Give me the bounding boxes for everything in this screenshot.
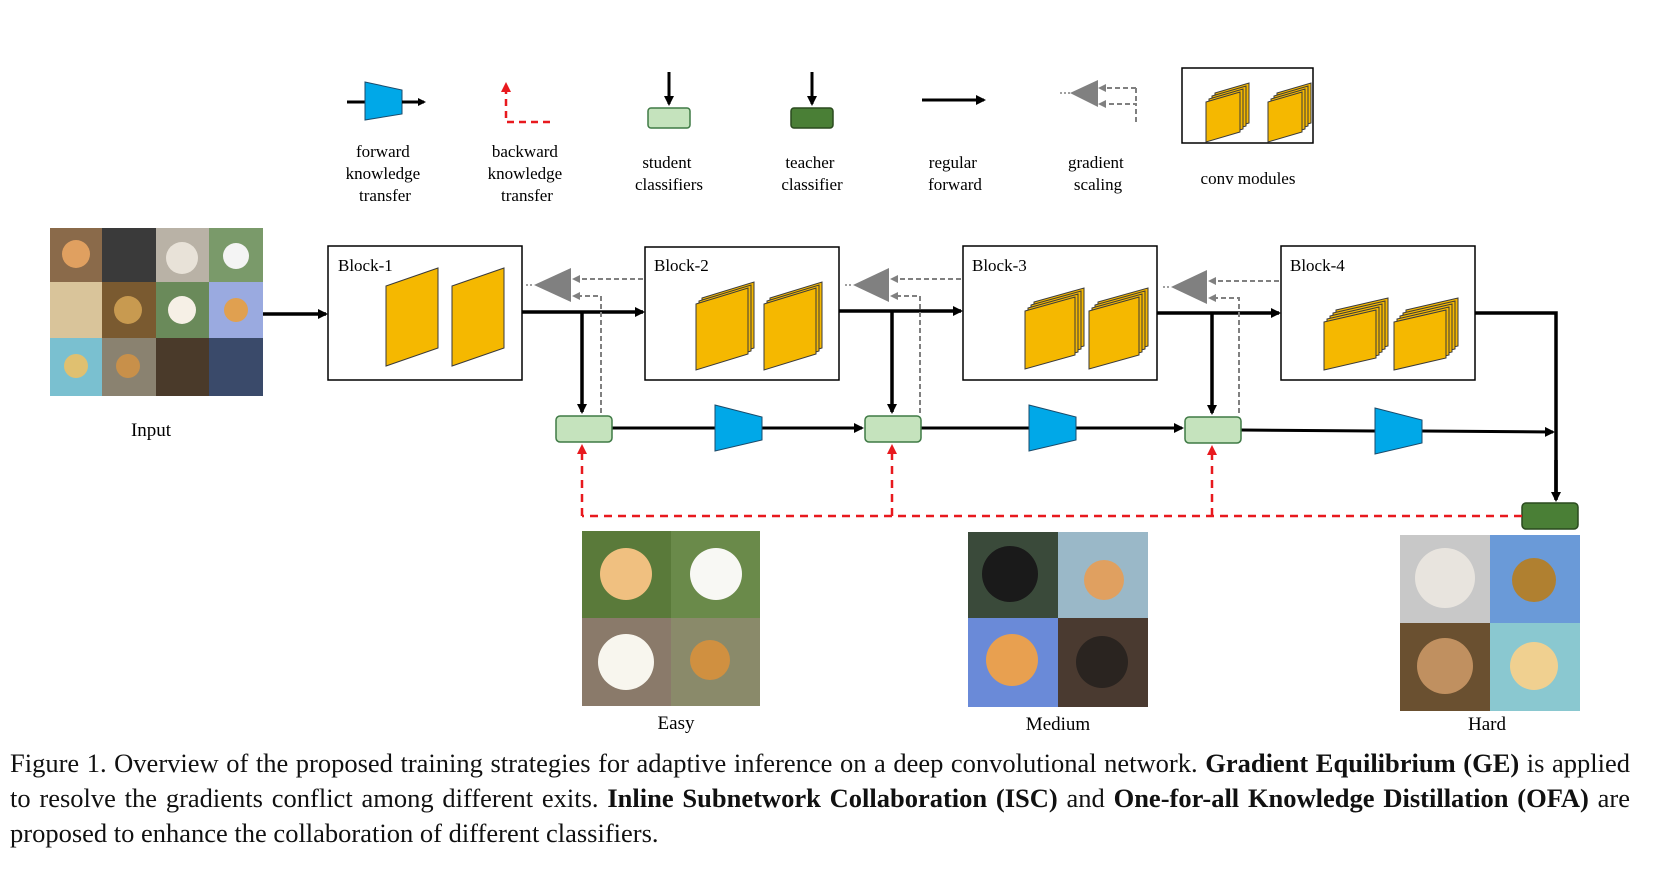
main-forward-path (263, 306, 1561, 502)
block-4: Block-4 (1280, 245, 1476, 381)
block-1: Block-1 (327, 245, 523, 381)
block-3-conv-stack-b (1088, 287, 1149, 370)
legend-teacher-icon (790, 72, 834, 129)
legend: forward knowledge transfer backward know… (346, 67, 1314, 205)
figure-caption: Figure 1. Overview of the proposed train… (10, 746, 1630, 851)
block-2-label: Block-2 (654, 256, 709, 275)
legend-conv-modules-icon (1181, 67, 1314, 144)
block-4-conv-stack-b (1393, 297, 1459, 371)
student-classifier-1 (555, 415, 613, 443)
block-1-conv-stack-b (451, 267, 505, 367)
easy-label: Easy (658, 713, 695, 734)
legend-conv-stack-b (1267, 82, 1312, 143)
legend-conv-modules-label: conv modules (1201, 169, 1296, 188)
legend-bkt-label: backward knowledge transfer (488, 142, 567, 205)
student-classifier-2 (864, 415, 922, 443)
medium-image-grid (968, 532, 1148, 707)
fkt-2-icon (1028, 404, 1077, 452)
medium-label: Medium (1026, 714, 1091, 735)
caption-text-4: are proposed to enhance the collaboratio… (10, 783, 1631, 848)
caption-text-3: and (1066, 783, 1105, 813)
block-2-conv-stack-b (763, 281, 823, 371)
legend-bkt-icon (501, 82, 550, 124)
gradient-scaling-2 (845, 268, 961, 413)
architecture-diagram: forward knowledge transfer backward know… (50, 67, 1580, 735)
caption-text-2: is applied to resolve the gradients conf… (10, 748, 1631, 813)
inline-subnetwork-path (612, 423, 1555, 437)
backward-knowledge-transfer (577, 444, 1522, 518)
block-4-conv-stack-a (1323, 297, 1389, 371)
legend-student-icon (647, 72, 691, 129)
easy-image-grid (582, 531, 760, 706)
legend-teacher-label: teacher classifier (781, 153, 843, 194)
legend-fkt-icon (347, 81, 426, 121)
gradient-scaling-1 (526, 268, 643, 413)
student-classifier-3 (1184, 416, 1242, 444)
legend-student-label: student classifiers (635, 153, 703, 194)
block-1-label: Block-1 (338, 256, 393, 275)
caption-bold-ofa: One-for-all Knowledge Distillation (OFA) (1113, 783, 1589, 813)
fkt-3-icon (1374, 407, 1423, 455)
legend-fkt-label: forward knowledge transfer (346, 142, 425, 205)
block-1-conv-stack-a (385, 267, 439, 367)
block-2: Block-2 (644, 246, 840, 381)
input-image-grid (50, 228, 263, 396)
hard-image-grid (1400, 535, 1580, 711)
block-3-conv-stack-a (1024, 287, 1085, 370)
legend-conv-stack-a (1205, 82, 1250, 143)
caption-text-1: Figure 1. Overview of the proposed train… (10, 748, 1198, 778)
legend-gradient-scaling-icon (1060, 80, 1137, 122)
block-4-label: Block-4 (1290, 256, 1345, 275)
fkt-1-icon (714, 404, 763, 452)
gradient-scaling-3 (1163, 270, 1279, 413)
input-label: Input (131, 420, 172, 441)
legend-regular-forward-label: regular forward (928, 153, 982, 194)
caption-bold-isc: Inline Subnetwork Collaboration (ISC) (607, 783, 1058, 813)
block-2-conv-stack-a (695, 281, 755, 371)
block-3: Block-3 (962, 245, 1158, 381)
exit-branches (577, 311, 1217, 415)
caption-bold-ge: Gradient Equilibrium (GE) (1205, 748, 1520, 778)
block-3-label: Block-3 (972, 256, 1027, 275)
teacher-classifier (1521, 502, 1579, 530)
legend-gradient-scaling-label: gradient scaling (1068, 153, 1128, 194)
hard-label: Hard (1468, 714, 1506, 735)
